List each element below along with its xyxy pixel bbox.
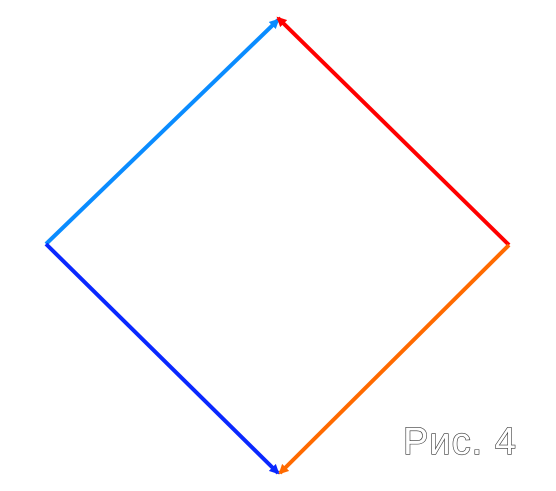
arrow-left-to-bottom [44, 242, 280, 475]
arrow-right-to-bottom [278, 243, 511, 475]
figure-caption: Рис. 4 [403, 421, 517, 463]
arrow-right-to-top [276, 16, 511, 247]
arrow-left-to-top [44, 18, 280, 246]
